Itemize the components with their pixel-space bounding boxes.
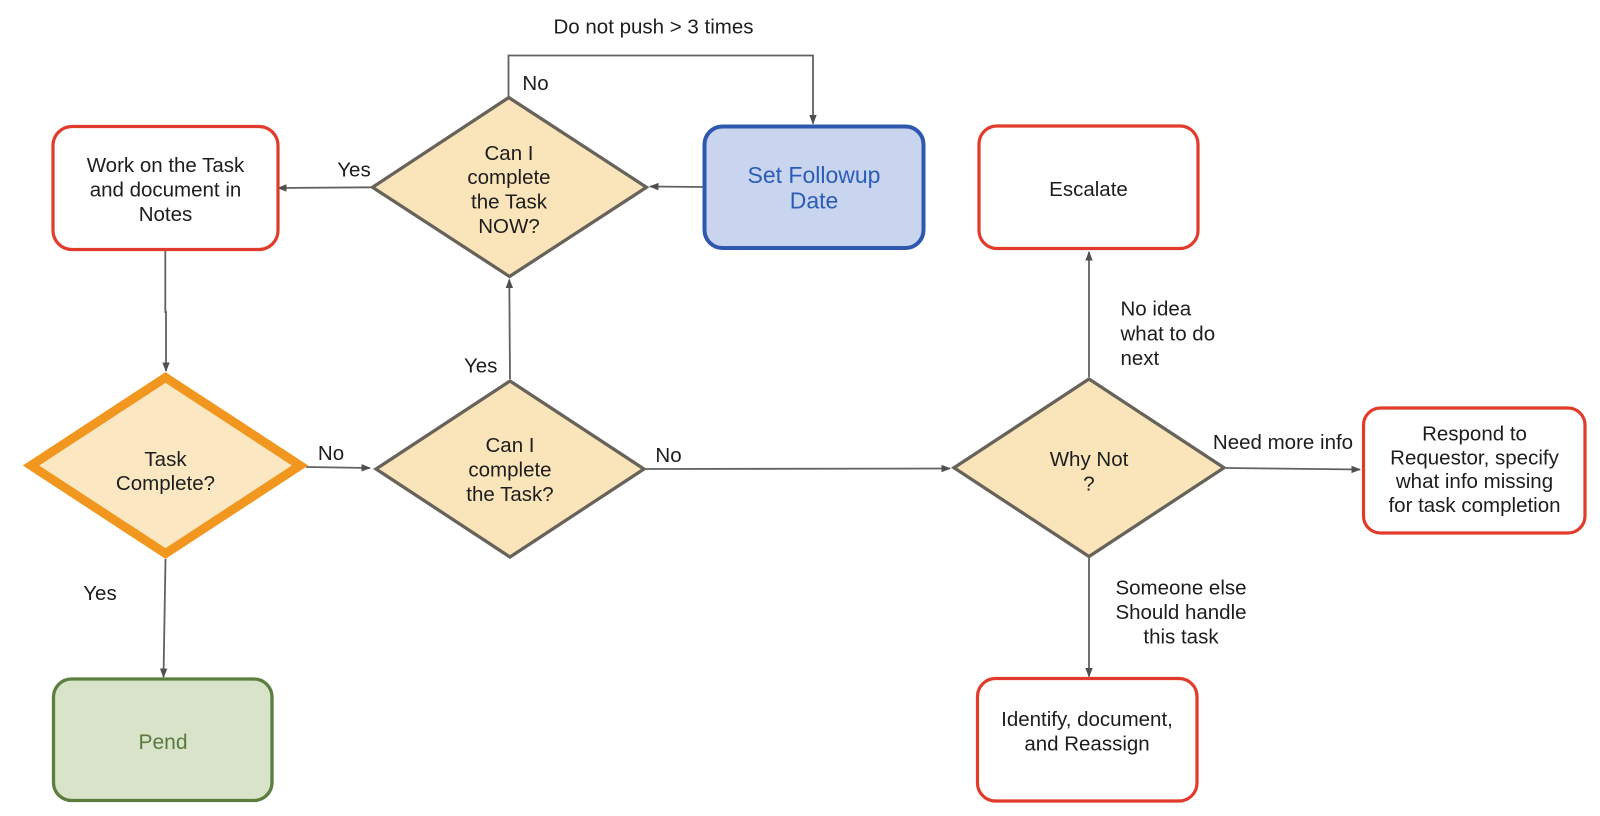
svg-text:Yes: Yes xyxy=(83,582,116,605)
svg-text:Yes: Yes xyxy=(337,159,370,182)
svg-text:?: ? xyxy=(1083,472,1094,495)
svg-text:Escalate: Escalate xyxy=(1049,178,1128,201)
svg-text:next: next xyxy=(1121,347,1160,370)
svg-text:complete: complete xyxy=(468,459,551,482)
svg-text:Work on the Task: Work on the Task xyxy=(87,154,245,177)
svg-text:Notes: Notes xyxy=(139,203,193,226)
svg-text:Set Followup: Set Followup xyxy=(748,162,881,188)
svg-text:Date: Date xyxy=(790,188,839,214)
svg-text:the Task: the Task xyxy=(471,191,548,214)
svg-text:what info missing: what info missing xyxy=(1395,470,1553,493)
svg-text:Complete?: Complete? xyxy=(116,472,215,495)
svg-text:for task completion: for task completion xyxy=(1388,494,1560,517)
svg-text:and Reassign: and Reassign xyxy=(1024,733,1149,756)
svg-text:Can I: Can I xyxy=(485,142,534,165)
svg-text:Yes: Yes xyxy=(464,355,497,378)
svg-text:Why Not: Why Not xyxy=(1050,448,1129,471)
svg-text:Should handle: Should handle xyxy=(1115,601,1246,624)
svg-text:complete: complete xyxy=(467,166,550,189)
svg-text:No: No xyxy=(522,72,548,95)
svg-text:No: No xyxy=(655,444,681,467)
svg-text:the Task?: the Task? xyxy=(466,483,553,506)
svg-text:Pend: Pend xyxy=(138,731,187,754)
svg-text:No: No xyxy=(318,442,344,465)
svg-text:Someone else: Someone else xyxy=(1115,577,1246,600)
svg-text:Identify, document,: Identify, document, xyxy=(1001,708,1173,731)
svg-text:Need more info: Need more info xyxy=(1213,431,1353,454)
svg-text:and document in: and document in xyxy=(90,179,242,202)
svg-text:Requestor, specify: Requestor, specify xyxy=(1390,446,1559,469)
svg-text:NOW?: NOW? xyxy=(478,215,540,238)
svg-text:Can I: Can I xyxy=(486,434,535,457)
svg-text:Task: Task xyxy=(144,448,187,471)
svg-text:Respond to: Respond to xyxy=(1422,423,1527,446)
svg-text:this task: this task xyxy=(1143,626,1219,649)
svg-text:Do not push > 3 times: Do not push > 3 times xyxy=(554,16,754,39)
svg-text:No idea: No idea xyxy=(1121,298,1192,321)
svg-text:what to do: what to do xyxy=(1120,322,1216,345)
